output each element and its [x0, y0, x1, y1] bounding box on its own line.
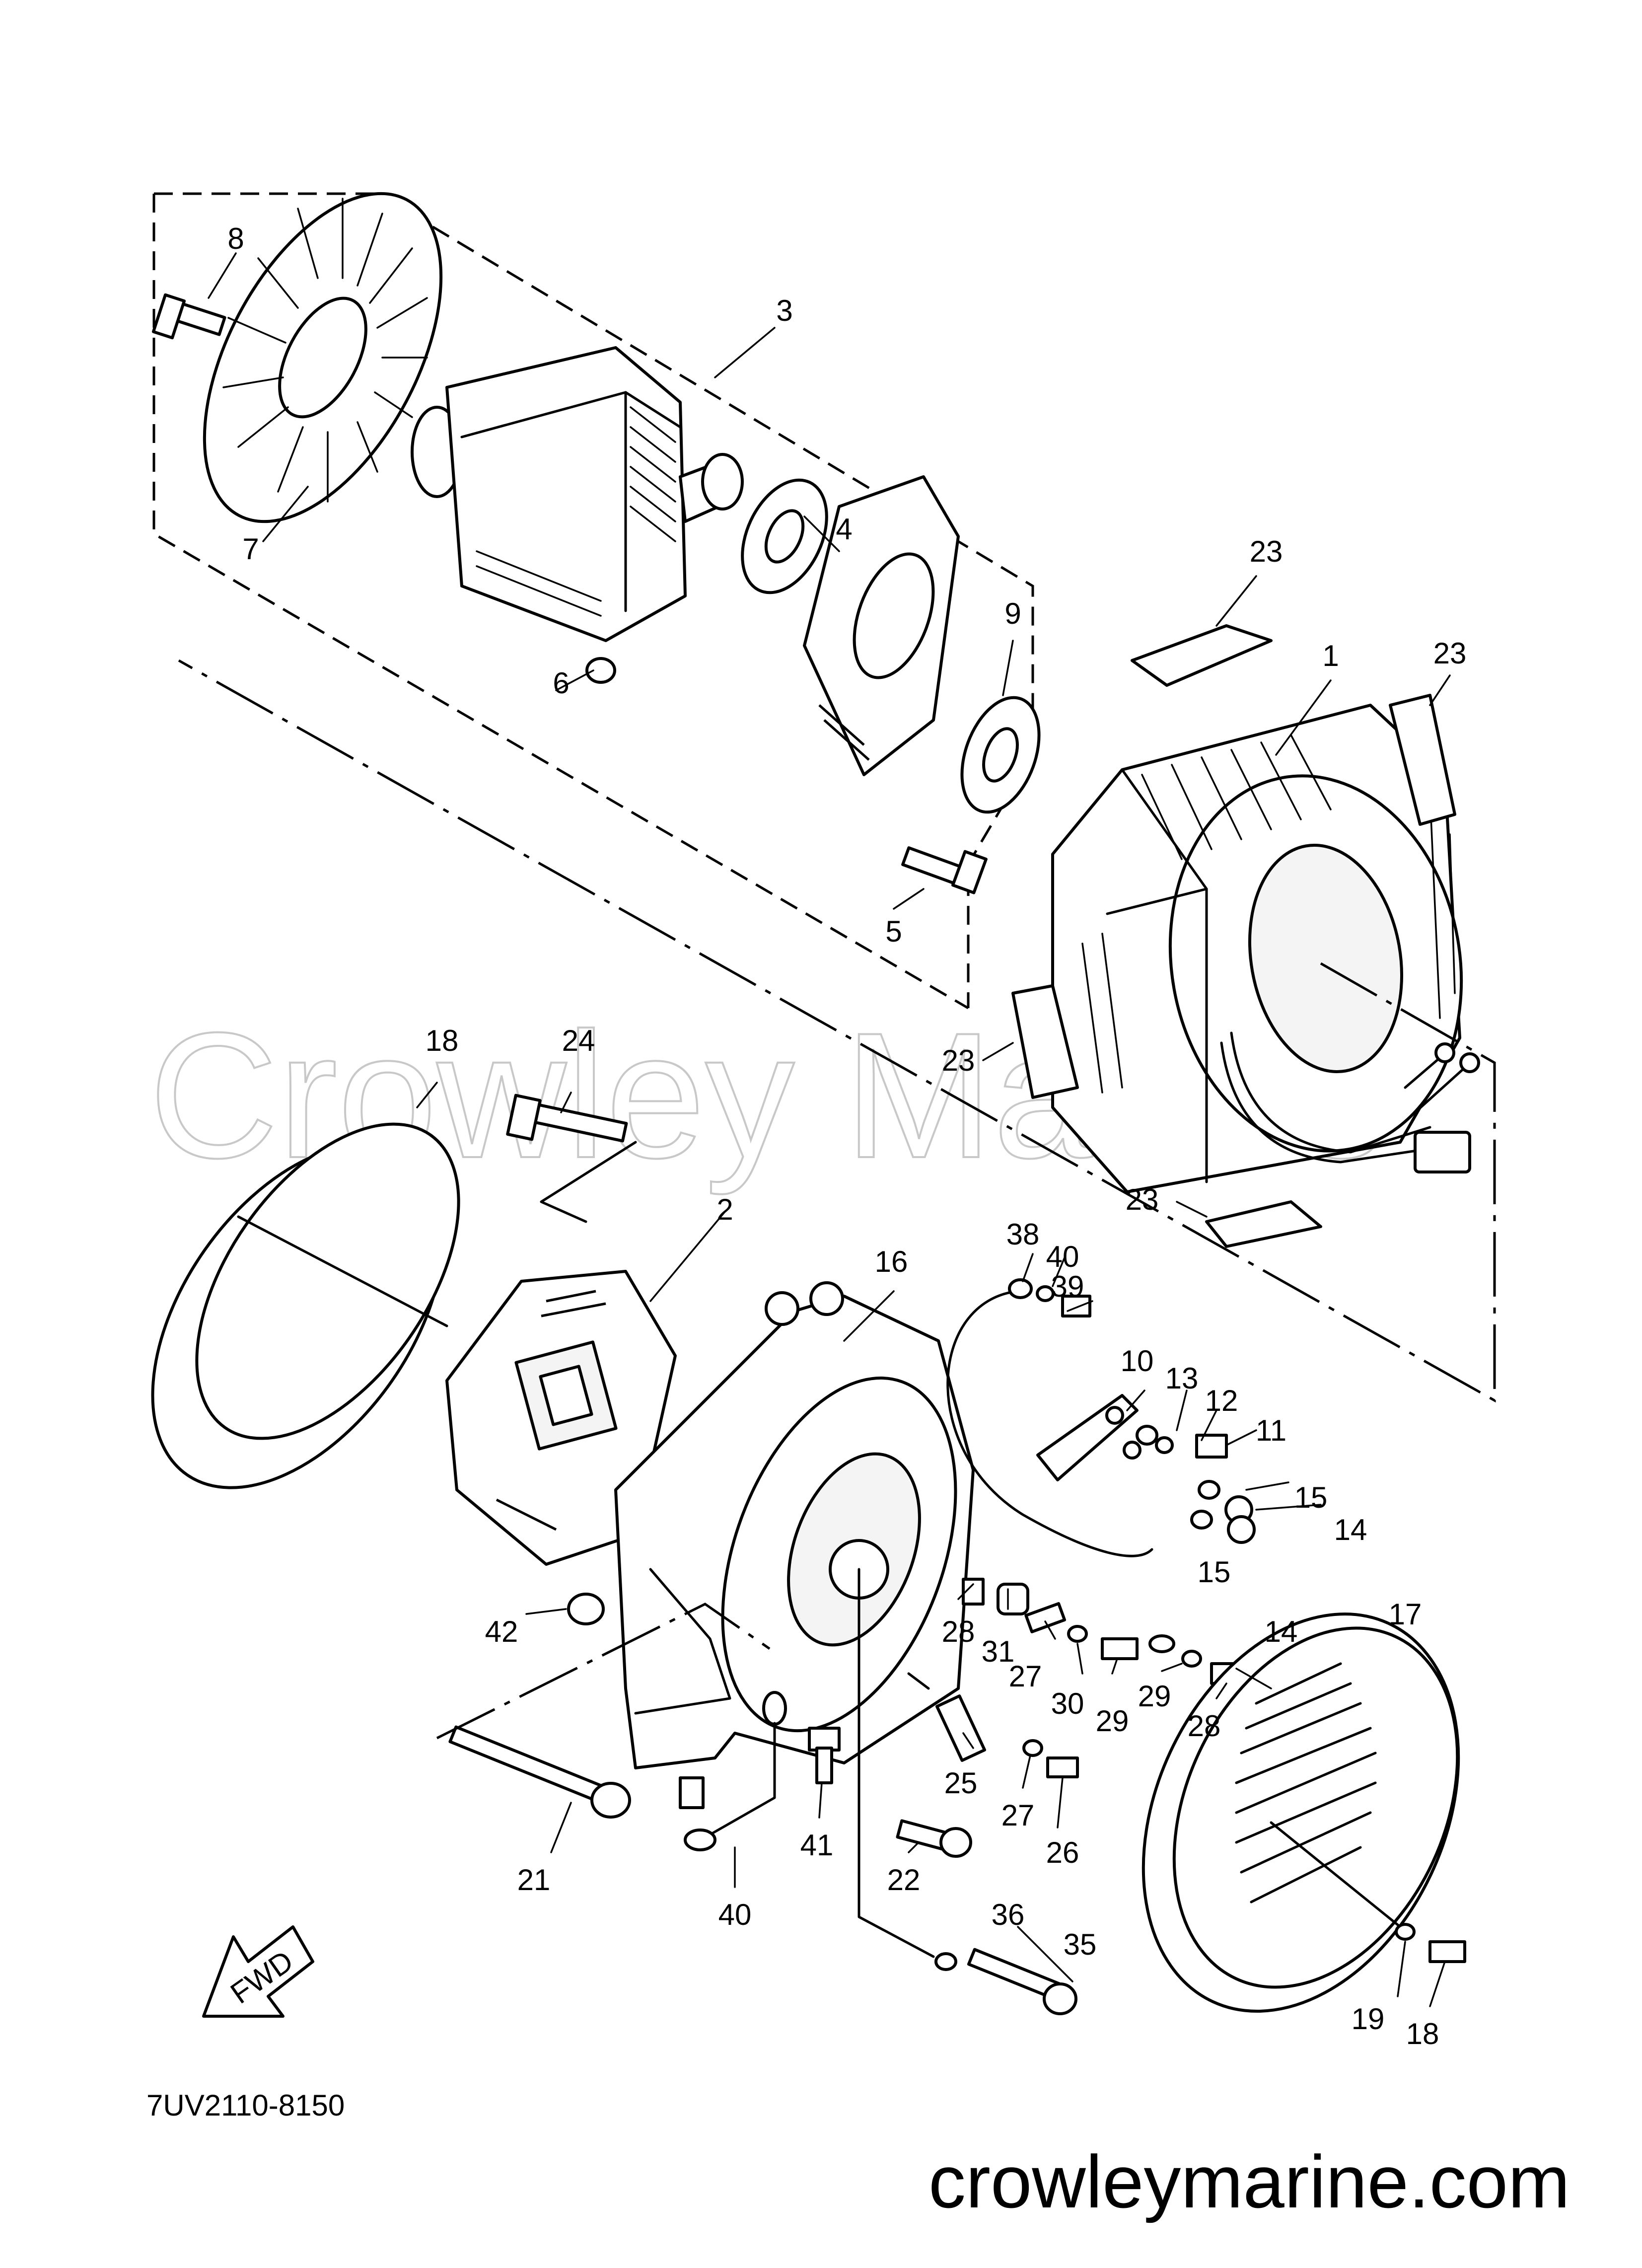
bolt-21-part: [436, 1603, 771, 1819]
callout-22: 22: [887, 1863, 921, 1897]
callout-42: 42: [485, 1615, 518, 1648]
stator-bolt-part: [901, 846, 988, 894]
leader-lines: [208, 252, 1451, 2007]
callout-23c: 23: [942, 1044, 975, 1077]
insulation-pads: [1011, 624, 1456, 1248]
housing-part: [614, 1281, 975, 1769]
callout-27: 27: [1001, 1799, 1035, 1832]
callout-12: 12: [1205, 1384, 1238, 1417]
callout-23a: 23: [1250, 535, 1283, 568]
callout-labels: 8 3 7 4 9 6 5 1 23 23 23 23 18 24 2 16 3…: [227, 222, 1466, 2050]
ground-wire-part: [679, 1691, 787, 1851]
end-cover-part: [1142, 1612, 1466, 2013]
callout-14b: 14: [1265, 1615, 1298, 1648]
callout-23b: 23: [1433, 637, 1467, 670]
callout-31: 36: [992, 1898, 1025, 1931]
callout-32: 27: [1009, 1660, 1042, 1693]
callout-1: 1: [1322, 639, 1339, 672]
bolt-30-part: [857, 1568, 1077, 2015]
cooling-fan-part: [203, 192, 443, 523]
fwd-arrow-icon: FWD: [202, 1925, 314, 2018]
callout-21: 21: [517, 1863, 551, 1897]
callout-30: 35: [1064, 1928, 1097, 1961]
callout-28: 28: [1188, 1709, 1221, 1743]
callout-17: 17: [1389, 1598, 1422, 1631]
rotor-assembly-group: [151, 192, 1041, 1010]
callout-4: 4: [836, 512, 852, 546]
bolt-22-part: [896, 1819, 972, 1858]
callout-20: 18: [426, 1024, 459, 1057]
callout-16: 16: [875, 1245, 908, 1278]
callout-38: 39: [1051, 1270, 1084, 1303]
callout-37: 38: [1006, 1218, 1040, 1251]
nut-42-part: [567, 1593, 605, 1625]
callout-15a: 15: [1294, 1481, 1328, 1514]
callout-36: 31: [982, 1635, 1015, 1668]
callout-35: 30: [1051, 1687, 1084, 1720]
callout-2: 2: [716, 1193, 733, 1226]
bolt-41-part: [808, 1727, 841, 1784]
diagram-code: 7UV2110-8150: [146, 2089, 345, 2122]
bolt-24-part: [506, 1094, 637, 1223]
callout-11: 11: [1256, 1414, 1286, 1447]
callout-33: 28: [942, 1615, 975, 1648]
slip-ring-part: [741, 478, 828, 594]
fan-bolt-part: [151, 293, 226, 340]
stator-part: [178, 659, 1496, 1403]
bearing-part: [960, 696, 1041, 814]
callout-10: 10: [1121, 1344, 1154, 1378]
callout-19: 19: [1352, 2002, 1385, 2036]
callout-39: 40: [1046, 1240, 1079, 1273]
callout-23d: 23: [1126, 1183, 1159, 1216]
nut-part: [585, 657, 616, 684]
callout-18: 18: [1406, 2017, 1439, 2050]
exciter-stator-part: [803, 475, 960, 776]
callout-14a: 14: [1334, 1513, 1367, 1546]
callout-7: 7: [242, 532, 259, 566]
callout-13: 13: [1165, 1362, 1199, 1395]
callout-24: 24: [562, 1024, 595, 1057]
callout-3: 3: [776, 294, 792, 327]
callout-40: 40: [718, 1898, 752, 1931]
callout-34: 29: [1096, 1704, 1129, 1738]
site-footer: crowleymarine.com: [928, 2140, 1570, 2223]
callout-8: 8: [227, 222, 244, 255]
band-part: [151, 1122, 460, 1489]
callout-25: 25: [944, 1766, 978, 1800]
callout-15b: 15: [1198, 1555, 1231, 1589]
rotor-part: [411, 346, 744, 642]
callout-41: 41: [800, 1829, 834, 1862]
callout-26: 26: [1046, 1836, 1079, 1869]
callout-5: 5: [885, 915, 902, 948]
callout-9: 9: [1004, 597, 1021, 630]
callout-6: 6: [553, 666, 569, 700]
callout-29: 29: [1138, 1680, 1171, 1713]
